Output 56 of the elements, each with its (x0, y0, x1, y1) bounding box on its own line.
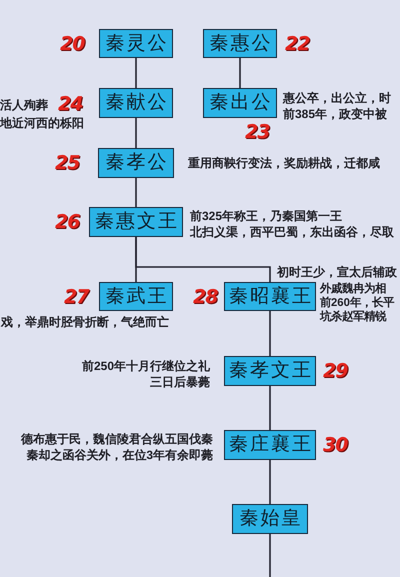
connector-line (269, 311, 271, 356)
generation-number: 23 (245, 122, 270, 142)
note-text: 前325年称王，乃秦国第一王 (190, 209, 342, 223)
ruler-box (89, 207, 183, 237)
generation-number: 27 (64, 287, 90, 307)
ruler-name: 秦出公 (208, 93, 272, 113)
ruler-name: 秦孝文王 (228, 361, 313, 381)
generation-number: 22 (285, 34, 310, 54)
ruler-box (224, 282, 316, 311)
connector-line (135, 178, 137, 207)
note-text: 北扫义渠，西平巴蜀，东出函谷，尽取 (190, 225, 394, 239)
note-text: 德布惠于民，魏信陵君合纵五国伐秦 (21, 432, 213, 446)
ruler-name: 秦惠公 (208, 34, 272, 54)
connector-line (269, 534, 271, 577)
note-text: 秦却之函谷关外，在位3年有余即薨 (26, 448, 213, 462)
ruler-name: 秦庄襄王 (228, 435, 313, 455)
note-text: 戏，举鼎时胫骨折断，气绝而亡 (1, 315, 169, 329)
note-text: 三日后暴薨 (150, 375, 210, 389)
generation-number: 20 (60, 34, 86, 54)
generation-number: 26 (55, 212, 81, 232)
ruler-name: 秦武王 (104, 286, 168, 306)
ruler-box (203, 29, 277, 58)
ruler-name: 秦献公 (104, 93, 168, 113)
note-text: 外戚魏冉为相 (320, 282, 386, 296)
ruler-box (99, 282, 173, 311)
generation-number: 30 (323, 435, 349, 455)
ruler-name: 秦孝公 (104, 153, 168, 173)
ruler-box (232, 504, 308, 534)
ruler-name: 秦昭襄王 (228, 286, 313, 306)
note-text: 惠公卒，出公立，时 (283, 91, 391, 105)
ruler-box (99, 88, 173, 118)
ruler-name: 秦灵公 (104, 34, 168, 54)
note-text: 活人殉葬 (0, 98, 48, 112)
note-text: 前260年，长平 (320, 296, 394, 310)
ruler-box (224, 356, 316, 386)
ruler-name: 秦惠文王 (94, 212, 179, 232)
generation-number: 25 (55, 153, 80, 173)
note-text: 初时王少，宣太后辅政 (277, 265, 397, 279)
note-text: 前250年十月行继位之礼 (82, 359, 210, 373)
ruler-name: 秦始皇 (238, 509, 302, 529)
ruler-box (99, 29, 173, 58)
connector-line (135, 58, 137, 88)
generation-number: 24 (58, 94, 84, 114)
connector-line (135, 118, 137, 148)
ruler-box (203, 88, 277, 118)
generation-number: 29 (323, 361, 349, 381)
ruler-box (98, 148, 174, 178)
connector-line (269, 460, 271, 504)
generation-number: 28 (193, 287, 219, 307)
note-text: 坑杀赵军精锐 (320, 310, 386, 324)
connector-line (269, 386, 271, 430)
ruler-box (224, 430, 316, 460)
connector-line (135, 237, 271, 282)
connector-line (239, 58, 241, 88)
note-text: 重用商鞅行变法，奖励耕战，迁都咸 (188, 156, 380, 170)
note-text: 前385年，政变中被 (283, 107, 388, 121)
